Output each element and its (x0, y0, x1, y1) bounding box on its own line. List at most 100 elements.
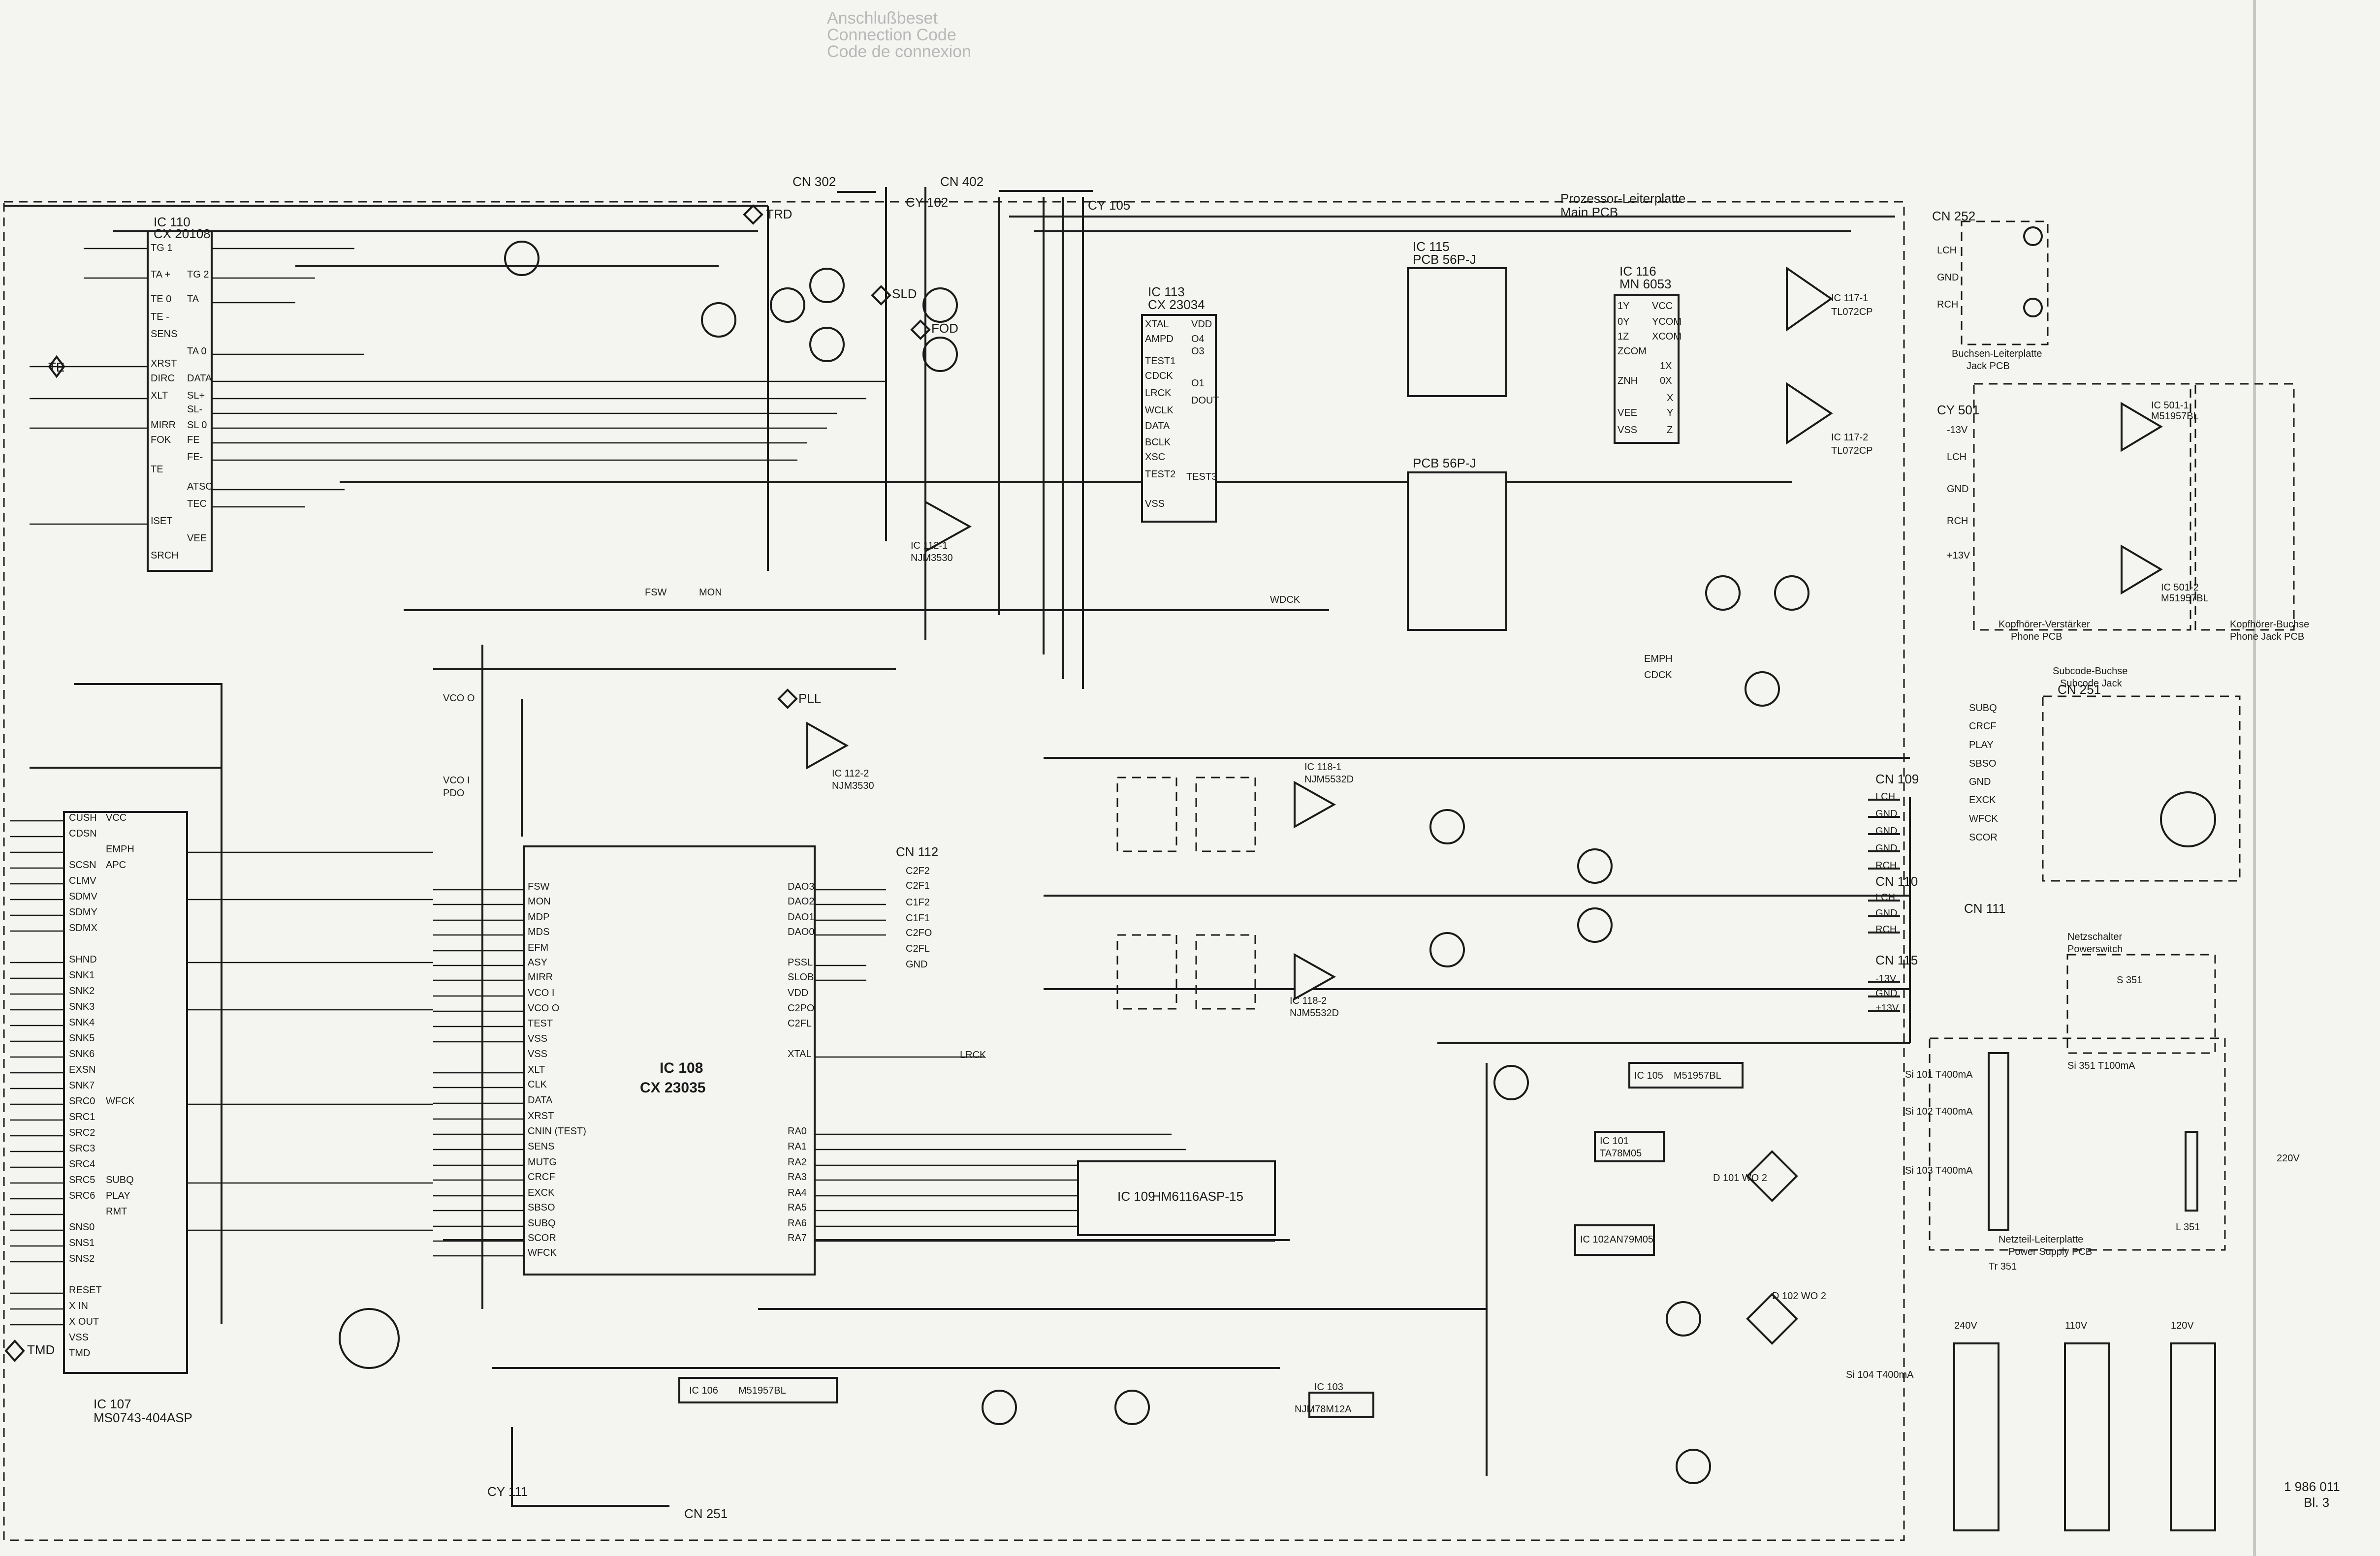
svg-text:TRD: TRD (766, 207, 792, 221)
svg-text:Si 103 T400mA: Si 103 T400mA (1905, 1165, 1973, 1176)
svg-text:RA1: RA1 (788, 1141, 807, 1152)
ic107-pin-wires (10, 820, 433, 1326)
svg-text:SRC3: SRC3 (69, 1143, 95, 1154)
opamp-ic117-1: IC 117-1 TL072CP (1786, 266, 1873, 332)
svg-text:EXSN: EXSN (69, 1064, 95, 1075)
svg-text:SDMY: SDMY (69, 907, 97, 918)
subcode-jack: Subcode-Buchse Subcode Jack CN 251 SUBQ … (1964, 666, 2241, 916)
svg-text:Si 351 T100mA: Si 351 T100mA (2067, 1060, 2135, 1071)
svg-text:WDCK: WDCK (1270, 594, 1301, 605)
svg-text:SDMV: SDMV (69, 891, 97, 902)
svg-text:XRST: XRST (528, 1111, 554, 1121)
svg-text:Kopfhörer-Verstärker: Kopfhörer-Verstärker (1999, 619, 2090, 630)
svg-text:XTAL: XTAL (1145, 319, 1169, 330)
power-switch: Netzschalter Powerswitch S 351 (2066, 932, 2216, 1054)
svg-text:Z: Z (1667, 425, 1673, 436)
svg-text:SLD: SLD (892, 286, 917, 301)
svg-text:Connection Code: Connection Code (827, 26, 956, 44)
svg-text:SENS: SENS (528, 1141, 554, 1152)
svg-text:TEST3: TEST3 (1186, 471, 1217, 482)
svg-text:CN 251: CN 251 (684, 1506, 728, 1521)
svg-text:MN 6053: MN 6053 (1619, 277, 1672, 291)
svg-text:CY 111: CY 111 (487, 1484, 528, 1499)
ic-116: IC 116 MN 6053 1Y 0Y 1Z ZCOM ZNH VEE VSS… (1614, 264, 1682, 444)
svg-text:SNS0: SNS0 (69, 1222, 95, 1233)
svg-text:X IN: X IN (69, 1301, 88, 1311)
svg-text:LCH: LCH (1947, 452, 1967, 463)
svg-text:TEST1: TEST1 (1145, 356, 1175, 367)
svg-text:SNK5: SNK5 (69, 1033, 95, 1044)
svg-text:C2PO: C2PO (788, 1003, 814, 1014)
svg-text:IC 103: IC 103 (1314, 1382, 1343, 1393)
power-supply-pcb: Si 101 T400mA Si 102 T400mA Si 103 T400m… (1846, 1037, 2300, 1380)
svg-text:HM6116ASP-15: HM6116ASP-15 (1152, 1189, 1243, 1204)
ic108-right-pins: DAO3 DAO2 DAO1 DAO0 PSSL SLOB VDD C2PO C… (788, 881, 814, 1244)
opamp-ic112-1: IC 112-1 NJM3530 (911, 500, 972, 563)
svg-text:XLT: XLT (528, 1064, 545, 1075)
svg-text:TEST: TEST (528, 1018, 553, 1029)
svg-text:MS0743-404ASP: MS0743-404ASP (94, 1410, 192, 1425)
ic-113: IC 113 CX 23034 XTAL AMPD TEST1 CDCK LRC… (1141, 284, 1219, 523)
ic-115: IC 115 PCB 56P-J PCB 56P-J (1407, 239, 1507, 631)
ic108-left-pins: FSW MON MDP MDS EFM ASY MIRR VCO I VCO O… (528, 881, 586, 1258)
svg-text:1X: 1X (1660, 361, 1672, 372)
svg-text:YCOM: YCOM (1652, 316, 1682, 327)
svg-text:SNS1: SNS1 (69, 1238, 95, 1248)
svg-text:CNIN (TEST): CNIN (TEST) (528, 1126, 586, 1137)
svg-text:IC 112-1: IC 112-1 (911, 540, 948, 551)
svg-text:Y: Y (1667, 407, 1673, 418)
svg-text:WFCK: WFCK (1969, 813, 1999, 824)
svg-text:GND: GND (1947, 484, 1968, 495)
svg-text:WFCK: WFCK (528, 1247, 557, 1258)
svg-text:SLOB: SLOB (788, 972, 814, 983)
svg-text:Code de connexion: Code de connexion (827, 42, 971, 61)
svg-text:PLAY: PLAY (1969, 740, 1994, 750)
voltage-selectors: 240V 110V 120V (1953, 1320, 2216, 1531)
svg-text:DAO0: DAO0 (788, 927, 814, 937)
signal-labels: VCO O VCO I PDO FSW MON EMPH CDCK LRCK W… (443, 587, 1673, 1060)
svg-text:S 351: S 351 (2117, 975, 2142, 986)
svg-text:MUTG: MUTG (528, 1157, 557, 1168)
svg-text:DOUT: DOUT (1191, 395, 1219, 406)
drawing-number: 1 986 011 Bl. 3 (2284, 1479, 2340, 1510)
transistor-cluster-servo (504, 241, 958, 372)
svg-text:VCC: VCC (1652, 301, 1673, 311)
svg-text:0X: 0X (1660, 375, 1672, 386)
opamp-ic112-2: IC 112-2 NJM3530 (806, 721, 874, 791)
svg-text:TG 1: TG 1 (151, 243, 172, 253)
svg-text:TL072CP: TL072CP (1831, 307, 1873, 317)
svg-text:FE: FE (187, 435, 200, 445)
svg-text:GND: GND (1937, 272, 1959, 283)
svg-text:CLMV: CLMV (69, 875, 96, 886)
svg-text:PLAY: PLAY (106, 1190, 130, 1201)
svg-text:+13V: +13V (1947, 550, 1970, 561)
svg-text:RA4: RA4 (788, 1187, 807, 1198)
bleed-header: Anschlußbeset Connection Code Code de co… (827, 9, 971, 61)
svg-text:C2F1: C2F1 (906, 880, 930, 891)
svg-text:CN 251: CN 251 (2058, 682, 2101, 697)
svg-text:Si 102 T400mA: Si 102 T400mA (1905, 1106, 1973, 1117)
svg-text:FOD: FOD (931, 321, 958, 336)
svg-text:MDS: MDS (528, 927, 549, 937)
opamp-ic118-2: IC 118-2 NJM5532D (1290, 953, 1339, 1019)
svg-text:EFM: EFM (528, 942, 548, 953)
svg-text:EMPH: EMPH (106, 844, 134, 855)
ic-109: IC 109 HM6116ASP-15 (1077, 1160, 1276, 1236)
svg-text:O1: O1 (1191, 378, 1205, 389)
svg-text:O3: O3 (1191, 346, 1205, 357)
svg-text:IC 110: IC 110 (154, 215, 190, 229)
svg-text:FSW: FSW (645, 587, 667, 598)
svg-text:CLK: CLK (528, 1079, 547, 1090)
svg-text:TMD: TMD (69, 1348, 90, 1359)
opamp-ic118-1: IC 118-1 NJM5532D (1294, 762, 1354, 829)
svg-text:CRCF: CRCF (528, 1172, 555, 1183)
svg-text:CX 23035: CX 23035 (640, 1080, 705, 1096)
svg-text:TEST2: TEST2 (1145, 469, 1175, 480)
svg-text:VSS: VSS (1145, 498, 1165, 509)
svg-text:CN 111: CN 111 (1964, 901, 2005, 916)
svg-text:C2FL: C2FL (906, 943, 930, 954)
svg-text:TA78M05: TA78M05 (1600, 1148, 1642, 1159)
svg-text:VEE: VEE (1618, 407, 1637, 418)
svg-text:SNK3: SNK3 (69, 1001, 95, 1012)
ic-107: IC 107 MS0743-404ASP (63, 811, 192, 1425)
